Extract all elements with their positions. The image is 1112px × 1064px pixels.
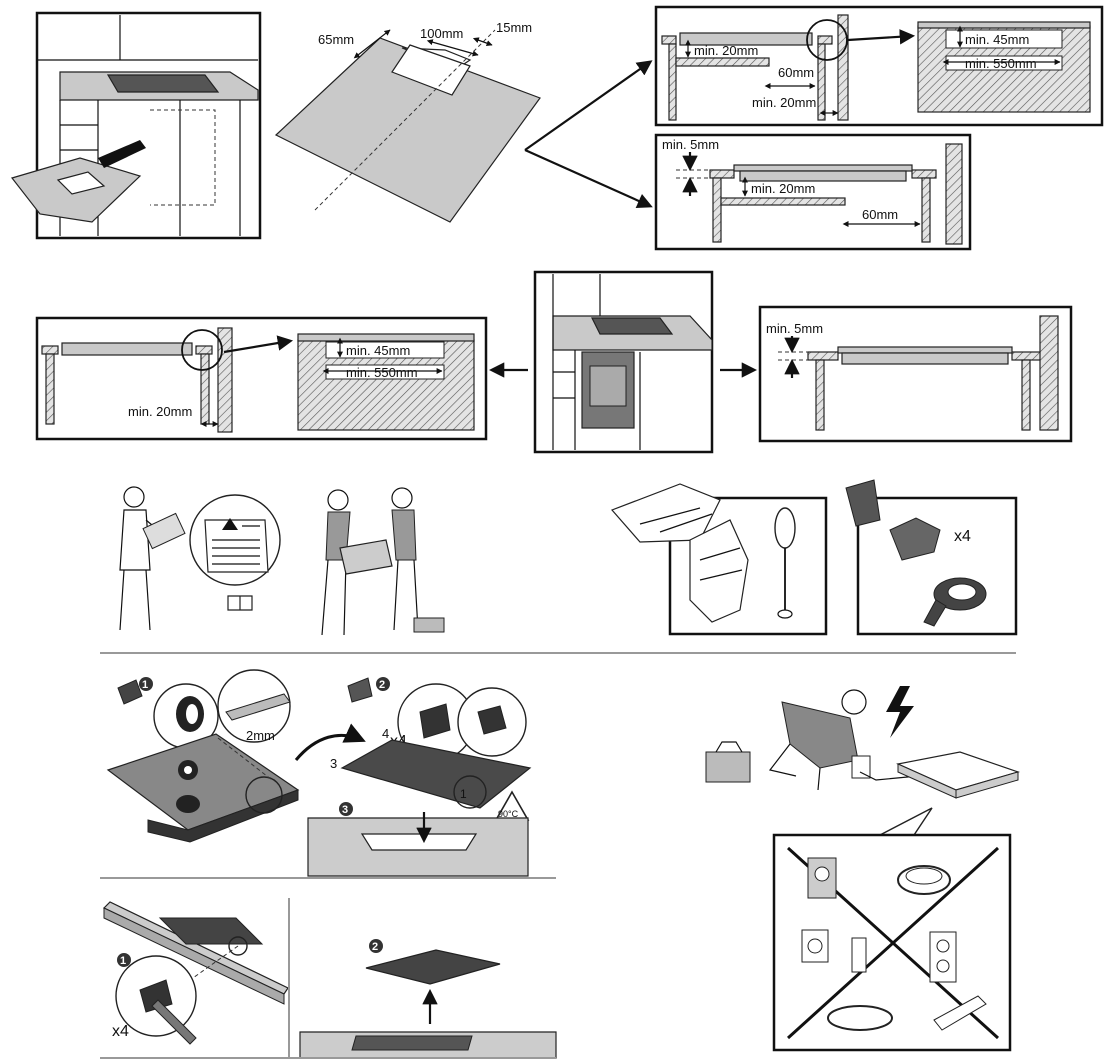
hob-lift-out-illustration: 2 [299,939,557,1059]
temperature-warning-label: 90°C [498,809,519,819]
panel-a-gap20-label: min. 20mm [752,95,816,110]
kit-quantity-label: x4 [954,528,971,545]
panel-c-gap20-label: min. 20mm [128,404,192,419]
seal-gap-label: 2mm [246,728,275,743]
branch-arrow-down [524,148,653,208]
seal-application-illustration: 1 2mm [106,669,300,843]
worktop-cutout-dimensions: 65mm 100mm 15mm [274,20,541,223]
panel-a-min45-label: min. 45mm [965,32,1029,47]
corner-1-label: 1 [460,787,467,801]
panel-b-60-label: 60mm [862,207,898,222]
panel-c-min550-label: min. 550mm [346,365,418,380]
clearance-panel-oven-flush: min. 5mm [758,305,1073,443]
step-2-badge: 2 [379,679,385,691]
panel-d-min5-label: min. 5mm [766,321,823,336]
panel-a-min20-label: min. 20mm [694,43,758,58]
removal-step-1-badge: 1 [120,955,126,967]
prohibited-connections-panel [772,807,1012,1052]
cutout-offset-label: 15mm [496,20,532,35]
panel-b-min20-label: min. 20mm [751,181,815,196]
step-1-badge: 1 [142,679,148,691]
panel-c-min45-label: min. 45mm [346,343,410,358]
step-3-badge: 3 [342,804,348,816]
cutout-depth-label: 65mm [318,32,354,47]
clearance-panel-wall: min. 20mm 60mm min. 20mm min. 45mm min. … [654,5,1104,127]
clearance-panel-oven-wall: min. 20mm min. 45mm min. 550mm [35,316,488,441]
read-manual-illustration [119,486,281,631]
removal-quantity-label: x4 [112,1023,129,1040]
hob-clip-installation-illustration: 2 x4 3 4 1 90°C 3 [307,677,532,877]
electrician-connection-illustration [705,686,1020,799]
flip-hob-arrow [294,723,366,761]
panel-a-60-label: 60mm [778,65,814,80]
panel-b-min5-label: min. 5mm [662,137,719,152]
installation-kit-panel: x4 [845,479,1018,636]
removal-step-2-badge: 2 [372,941,378,953]
cutout-width-label: 100mm [420,26,463,41]
corner-4-label: 4 [382,726,389,741]
clearance-panel-flush: min. 5mm min. 20mm 60mm [654,133,972,251]
tools-required-panel [610,483,828,636]
built-in-oven-scene [533,270,714,454]
corner-3-label: 3 [330,756,337,771]
two-person-carry-illustration [321,487,445,636]
branch-arrow-up [524,60,653,151]
kitchen-cabinet-scene [10,11,262,240]
panel-a-min550-label: min. 550mm [965,56,1037,71]
hob-clip-removal-illustration: 1 x4 [102,901,289,1045]
